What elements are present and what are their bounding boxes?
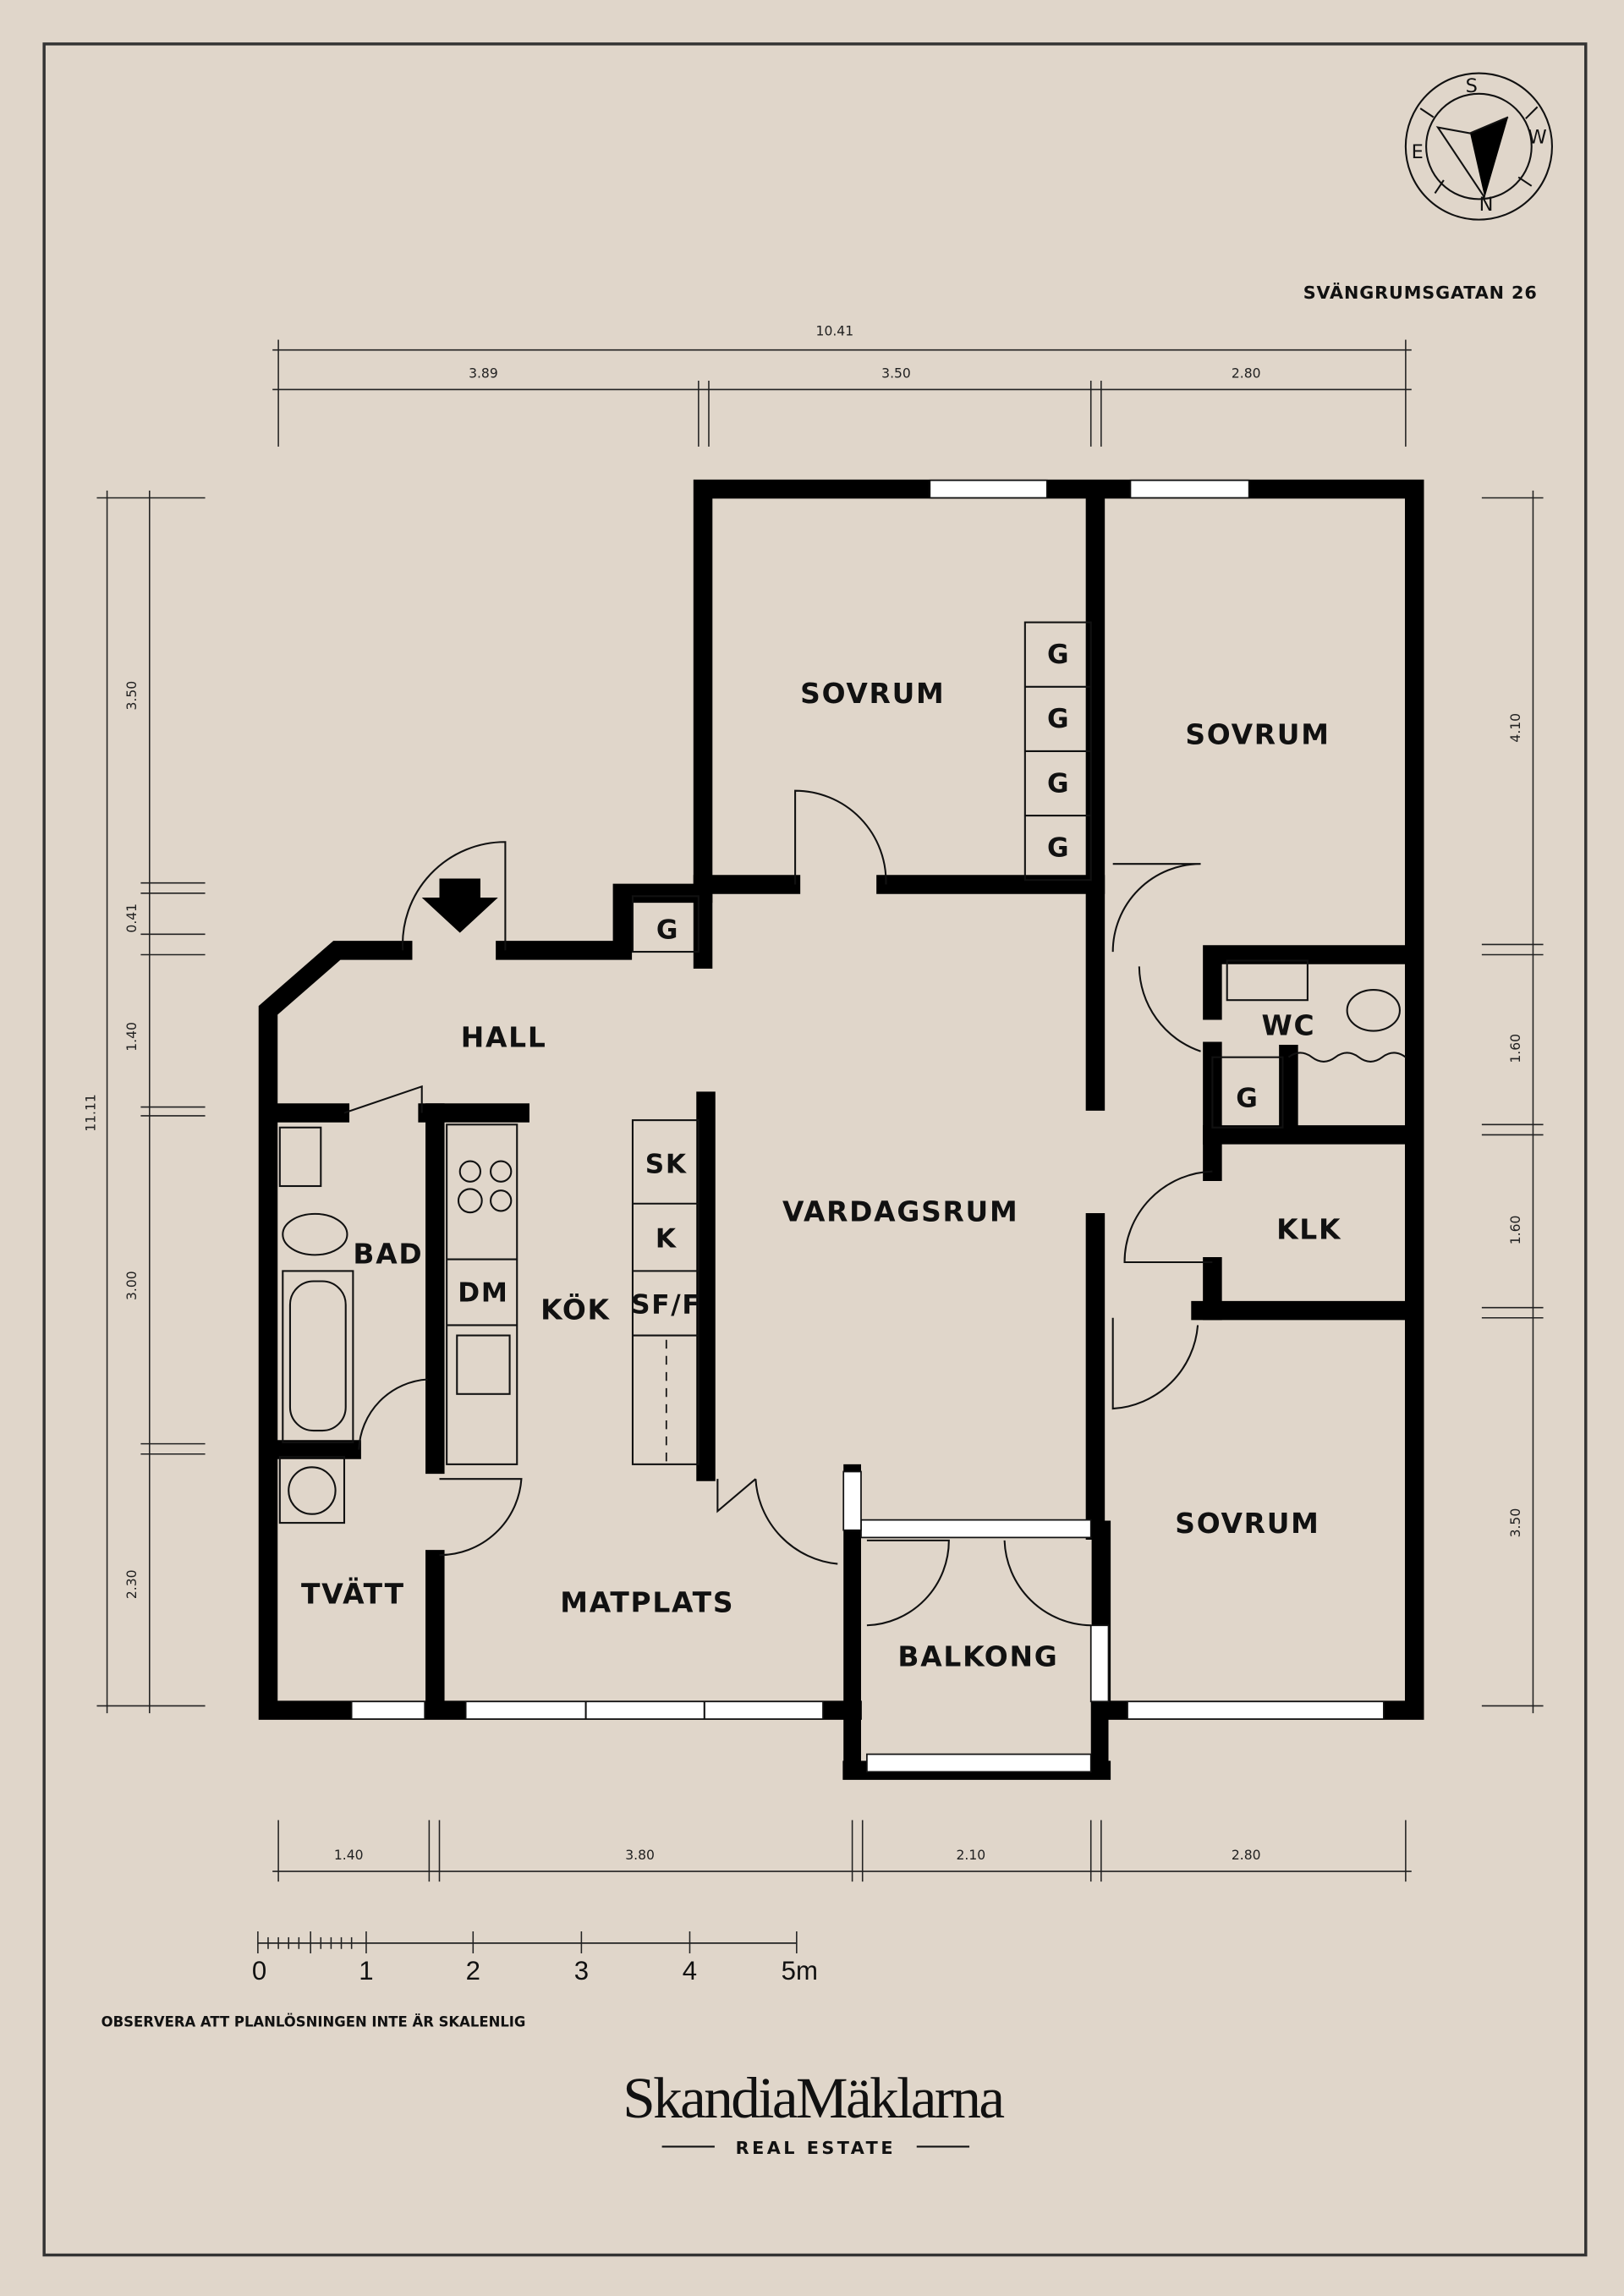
svg-text:N: N	[1479, 194, 1494, 216]
label-k: K	[656, 1224, 678, 1255]
room-sovrum-1: SOVRUM	[800, 677, 945, 710]
compass-icon: S W E N	[1404, 72, 1553, 221]
svg-text:1.40: 1.40	[334, 1848, 364, 1863]
room-wc: WC	[1261, 1009, 1315, 1042]
svg-text:5m: 5m	[782, 1956, 818, 1986]
right-dimensions: 4.10 1.60 1.60 3.50	[1481, 490, 1544, 1714]
svg-text:4.10: 4.10	[1508, 713, 1523, 743]
svg-text:11.11: 11.11	[84, 1094, 99, 1132]
label-sff: SF/F	[631, 1290, 701, 1321]
label-g: G	[1047, 833, 1070, 864]
brand-logo: SkandiaMäklarna REAL ESTATE	[623, 2065, 1007, 2158]
scale-bar: 0 1 2 3 4 5m	[252, 1931, 818, 1986]
svg-text:3.89: 3.89	[469, 366, 498, 382]
svg-text:1.40: 1.40	[124, 1022, 140, 1052]
label-g: G	[1047, 704, 1070, 734]
svg-text:10.41: 10.41	[816, 323, 854, 338]
left-dimensions: 11.11 3.50 0.41 1.40 3.00 2.30	[84, 490, 206, 1714]
top-dimensions: 10.41 3.89 3.50 2.80	[272, 323, 1412, 447]
room-matplats: MATPLATS	[560, 1586, 734, 1619]
room-sovrum-3: SOVRUM	[1175, 1507, 1320, 1540]
fixtures	[278, 621, 1407, 1524]
page-frame	[42, 42, 1588, 2257]
label-sk: SK	[645, 1149, 688, 1179]
svg-text:W: W	[1528, 127, 1547, 149]
room-vardagsrum: VARDAGSRUM	[782, 1195, 1018, 1228]
room-hall: HALL	[461, 1021, 547, 1054]
svg-text:1: 1	[359, 1956, 373, 1986]
room-sovrum-2: SOVRUM	[1185, 717, 1330, 750]
svg-text:3.50: 3.50	[1508, 1508, 1523, 1538]
svg-text:2.80: 2.80	[1232, 366, 1261, 382]
svg-text:3.50: 3.50	[124, 681, 140, 711]
room-kok: KÖK	[540, 1293, 611, 1327]
label-g: G	[1047, 768, 1070, 799]
svg-text:2: 2	[466, 1956, 480, 1986]
svg-text:3: 3	[574, 1956, 589, 1986]
svg-text:2.80: 2.80	[1232, 1848, 1261, 1863]
svg-text:4: 4	[683, 1956, 697, 1986]
svg-text:2.30: 2.30	[124, 1569, 140, 1599]
svg-text:2.10: 2.10	[956, 1848, 985, 1863]
svg-text:0: 0	[252, 1956, 266, 1986]
room-bad: BAD	[353, 1238, 423, 1271]
room-klk: KLK	[1276, 1212, 1341, 1245]
svg-text:1.60: 1.60	[1508, 1216, 1523, 1245]
disclaimer: OBSERVERA ATT PLANLÖSNINGEN INTE ÄR SKAL…	[102, 2014, 526, 2030]
svg-text:3.00: 3.00	[124, 1271, 140, 1300]
svg-text:SkandiaMäklarna: SkandiaMäklarna	[623, 2065, 1004, 2130]
address: SVÄNGRUMSGATAN 26	[1303, 282, 1538, 303]
svg-text:3.80: 3.80	[625, 1848, 655, 1863]
label-g: G	[656, 915, 679, 945]
room-labels: SOVRUM SOVRUM SOVRUM HALL VARDAGSRUM WC …	[301, 640, 1341, 1673]
svg-text:3.50: 3.50	[881, 366, 911, 382]
entrance-arrow-icon	[421, 878, 498, 933]
svg-text:E: E	[1412, 141, 1424, 163]
svg-text:0.41: 0.41	[124, 904, 140, 933]
label-g: G	[1047, 640, 1070, 670]
room-tvatt: TVÄTT	[301, 1576, 405, 1610]
svg-text:S: S	[1466, 75, 1478, 97]
room-balkong: BALKONG	[897, 1640, 1058, 1673]
bottom-dimensions: 1.40 3.80 2.10 2.80	[272, 1820, 1412, 1882]
label-dm: DM	[458, 1278, 508, 1309]
svg-text:1.60: 1.60	[1508, 1034, 1523, 1063]
label-g: G	[1236, 1084, 1259, 1114]
doors	[343, 789, 1213, 1627]
svg-text:REAL ESTATE: REAL ESTATE	[736, 2138, 896, 2158]
windows	[350, 479, 1385, 1773]
